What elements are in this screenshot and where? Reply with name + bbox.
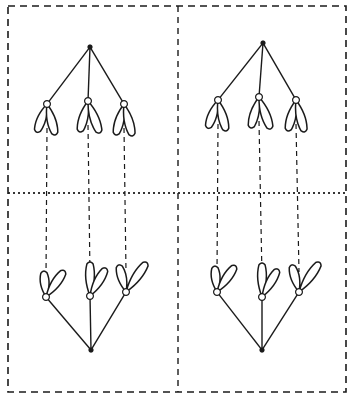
chromosome: [86, 262, 108, 299]
spindle-fiber: [88, 47, 90, 101]
spindle-fiber: [90, 296, 91, 350]
alignment-link: [88, 125, 90, 276]
chromatid-arm: [126, 262, 148, 292]
panel-lower-right: [211, 262, 321, 353]
spindle-fiber: [46, 297, 91, 350]
spindle-fiber: [218, 43, 263, 100]
chromosome: [248, 94, 273, 130]
centromere: [215, 97, 222, 104]
chromatid-arm: [46, 104, 57, 135]
centromere: [44, 101, 51, 108]
chromatid-arm: [34, 104, 47, 132]
alignment-link: [259, 121, 262, 277]
chromatid-arm: [248, 97, 259, 128]
spindle-fiber: [90, 47, 124, 104]
chromatid-arm: [285, 100, 296, 131]
chromatid-arm: [217, 100, 228, 131]
spindle-pole: [259, 347, 264, 352]
chromosome: [34, 101, 57, 135]
chromosome: [77, 98, 102, 134]
alignment-link: [46, 128, 47, 277]
centromere: [259, 294, 266, 301]
centromere: [121, 101, 128, 108]
chromosome: [258, 263, 280, 300]
spindle-fiber: [91, 292, 126, 350]
spindle-pole: [87, 44, 92, 49]
spindle-pole: [260, 40, 265, 45]
chromatid-arm: [88, 101, 102, 133]
chromatid-arm: [299, 262, 321, 292]
alignment-link: [124, 128, 126, 272]
spindle-fiber: [259, 43, 263, 97]
chromatid-arm: [116, 265, 127, 292]
chromatid-arm: [113, 104, 124, 135]
chromosome: [211, 265, 237, 295]
spindle-fiber: [47, 47, 90, 104]
chromatid-arm: [289, 265, 300, 292]
chromosome: [40, 270, 66, 300]
panel-upper-right: [205, 40, 307, 277]
chromosome: [205, 97, 228, 131]
centromere: [256, 94, 263, 101]
cell-boundary: [8, 6, 346, 392]
centromere: [123, 289, 130, 296]
spindle-pole: [88, 347, 93, 352]
centromere: [43, 294, 50, 301]
spindle-fiber: [217, 292, 262, 350]
centromere: [293, 97, 300, 104]
centromere: [85, 98, 92, 105]
panel-upper-left: [34, 44, 135, 277]
alignment-link: [296, 124, 299, 272]
chromosome: [116, 262, 148, 295]
panel-lower-left: [40, 262, 148, 353]
centromere: [214, 289, 221, 296]
centromere: [87, 293, 94, 300]
chromatid-arm: [259, 97, 273, 129]
spindle-fiber: [263, 43, 296, 100]
chromatid-arm: [124, 104, 136, 136]
alignment-link: [217, 124, 218, 272]
chromatid-arm: [205, 100, 218, 128]
chromatid-arm: [296, 100, 308, 132]
spindle-fiber: [262, 292, 299, 350]
chromatid-arm: [77, 101, 88, 132]
centromere: [296, 289, 303, 296]
chromosome: [289, 262, 321, 295]
